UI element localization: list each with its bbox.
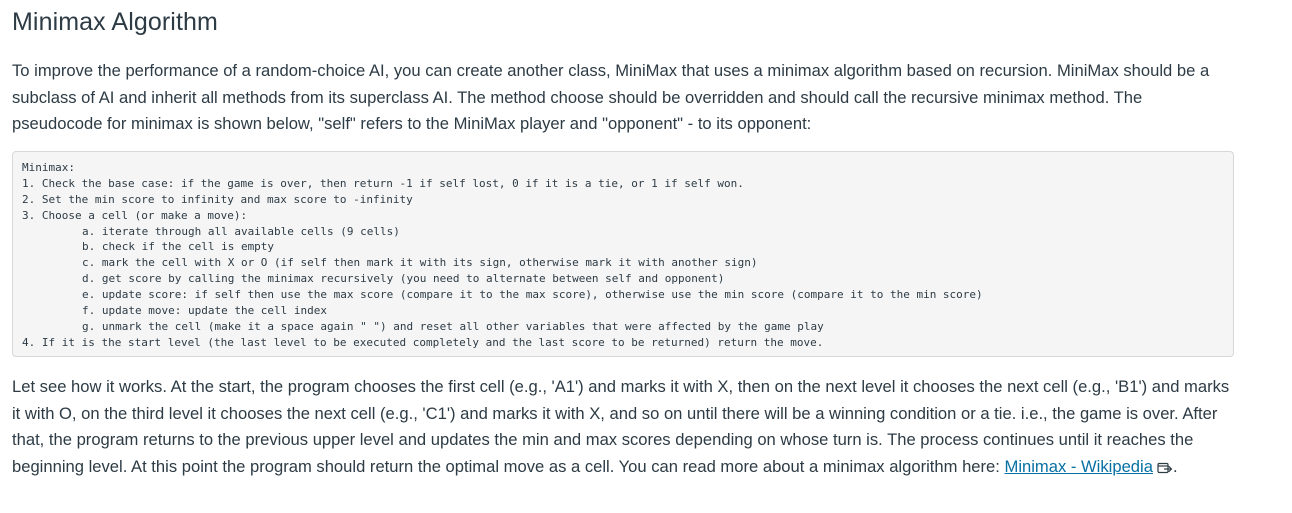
explanation-paragraph: Let see how it works. At the start, the … xyxy=(12,374,1236,482)
code-line: Minimax: xyxy=(22,161,75,174)
wikipedia-link[interactable]: Minimax - Wikipedia xyxy=(1005,457,1153,476)
page-title: Minimax Algorithm xyxy=(12,8,218,36)
trailing-period: . xyxy=(1172,456,1178,476)
code-line: b. check if the cell is empty xyxy=(82,240,275,254)
code-line: e. update score: if self then use the ma… xyxy=(82,288,983,302)
intro-paragraph: To improve the performance of a random-c… xyxy=(12,61,1210,133)
code-line: c. mark the cell with X or O (if self th… xyxy=(82,256,758,270)
pseudocode-text: Minimax: 1. Check the base case: if the g… xyxy=(22,160,1224,351)
code-line: 2. Set the min score to infinity and max… xyxy=(22,192,413,206)
external-link-icon[interactable] xyxy=(1157,456,1173,483)
code-line: a. iterate through all available cells (… xyxy=(82,224,400,238)
code-line: g. unmark the cell (make it a space agai… xyxy=(82,319,824,333)
code-line: 4. If it is the start level (the last le… xyxy=(22,335,824,349)
pseudocode-block: Minimax: 1. Check the base case: if the g… xyxy=(12,151,1234,357)
code-line: f. update move: update the cell index xyxy=(82,304,328,318)
explanation-text: Let see how it works. At the start, the … xyxy=(12,377,1230,476)
code-line: d. get score by calling the minimax recu… xyxy=(82,272,725,286)
code-line: 3. Choose a cell (or make a move): xyxy=(22,208,248,222)
code-line: 1. Check the base case: if the game is o… xyxy=(22,176,744,190)
wikipedia-link-text: Minimax - Wikipedia xyxy=(1004,456,1153,476)
